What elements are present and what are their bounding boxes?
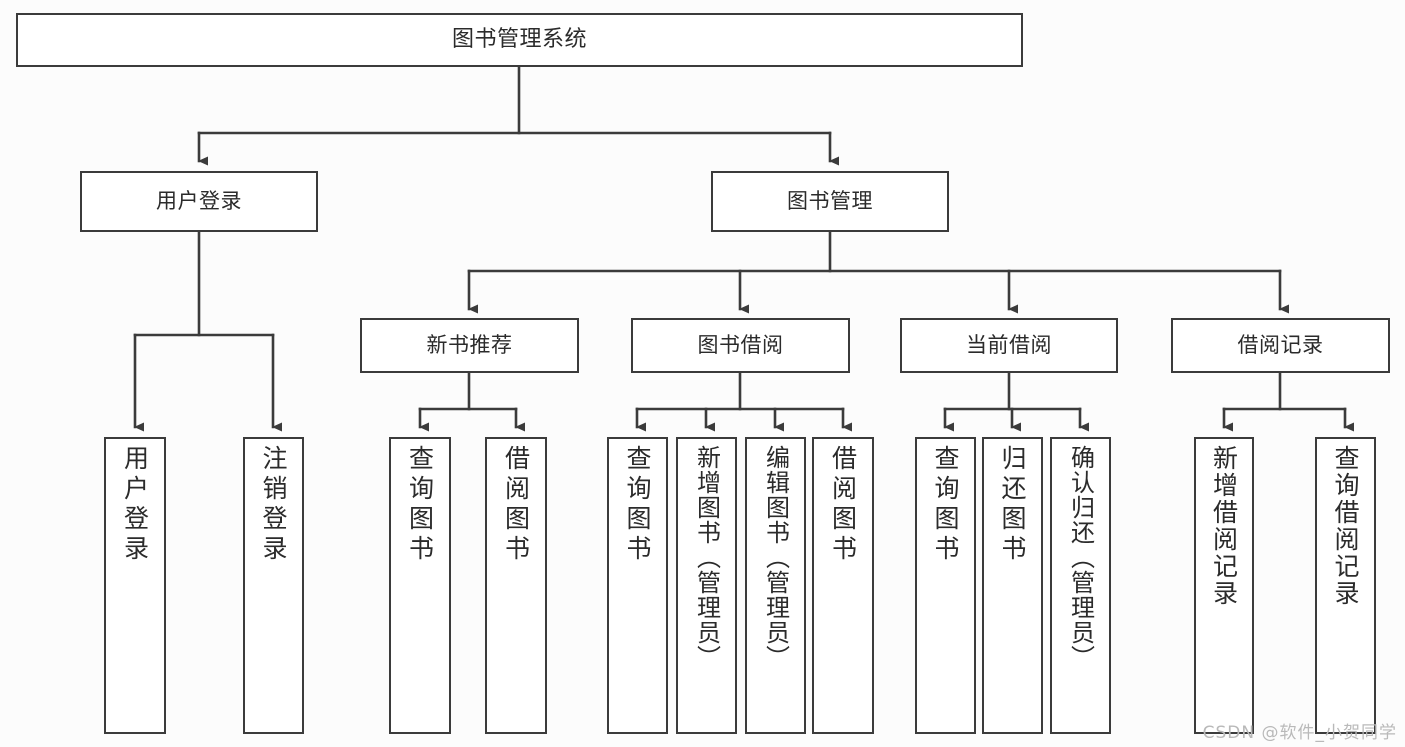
node-label: 归还图书 bbox=[998, 445, 1027, 565]
node-label: 确认归还（管理员） bbox=[1066, 445, 1095, 670]
node-leaf-return-book[interactable]: 归还图书 bbox=[982, 437, 1043, 734]
node-label: 借阅图书 bbox=[828, 445, 858, 565]
node-leaf-borrow-book-recommend[interactable]: 借阅图书 bbox=[485, 437, 547, 734]
node-leaf-query-borrow-record[interactable]: 查询借阅记录 bbox=[1315, 437, 1376, 734]
node-label: 查询图书 bbox=[623, 445, 652, 565]
node-leaf-borrow-book[interactable]: 借阅图书 bbox=[812, 437, 874, 734]
node-leaf-user-logout[interactable]: 注销登录 bbox=[243, 437, 304, 734]
node-leaf-edit-book-admin[interactable]: 编辑图书（管理员） bbox=[745, 437, 806, 734]
node-label: 新增图书（管理员） bbox=[692, 445, 721, 670]
node-borrow-record[interactable]: 借阅记录 bbox=[1171, 318, 1390, 373]
node-label: 借阅记录 bbox=[1237, 333, 1324, 358]
node-user-login[interactable]: 用户登录 bbox=[80, 171, 318, 232]
node-label: 注销登录 bbox=[259, 445, 288, 565]
node-label: 查询图书 bbox=[931, 445, 960, 565]
node-label: 图书借阅 bbox=[697, 333, 784, 358]
node-label: 编辑图书（管理员） bbox=[761, 445, 790, 670]
node-label: 借阅图书 bbox=[501, 445, 531, 565]
node-leaf-confirm-return-admin[interactable]: 确认归还（管理员） bbox=[1050, 437, 1111, 734]
node-label: 图书管理 bbox=[787, 189, 873, 214]
node-leaf-query-book-recommend[interactable]: 查询图书 bbox=[389, 437, 451, 734]
node-label: 图书管理系统 bbox=[451, 27, 587, 53]
node-leaf-user-login[interactable]: 用户登录 bbox=[104, 437, 166, 734]
node-label: 新书推荐 bbox=[426, 333, 513, 358]
node-label: 查询借阅记录 bbox=[1331, 445, 1360, 607]
node-label: 当前借阅 bbox=[966, 333, 1052, 358]
node-label: 用户登录 bbox=[120, 445, 150, 565]
node-label: 新增借阅记录 bbox=[1209, 445, 1239, 607]
node-root-book-management-system[interactable]: 图书管理系统 bbox=[16, 13, 1023, 67]
node-new-book-recommend[interactable]: 新书推荐 bbox=[360, 318, 579, 373]
node-label: 用户登录 bbox=[156, 189, 242, 214]
node-current-borrow[interactable]: 当前借阅 bbox=[900, 318, 1118, 373]
node-leaf-add-borrow-record[interactable]: 新增借阅记录 bbox=[1194, 437, 1254, 734]
node-leaf-query-book-current[interactable]: 查询图书 bbox=[915, 437, 976, 734]
node-leaf-query-book-borrow[interactable]: 查询图书 bbox=[607, 437, 668, 734]
node-leaf-add-book-admin[interactable]: 新增图书（管理员） bbox=[676, 437, 737, 734]
node-book-borrow[interactable]: 图书借阅 bbox=[631, 318, 850, 373]
node-label: 查询图书 bbox=[405, 445, 435, 565]
node-book-manage[interactable]: 图书管理 bbox=[711, 171, 949, 232]
